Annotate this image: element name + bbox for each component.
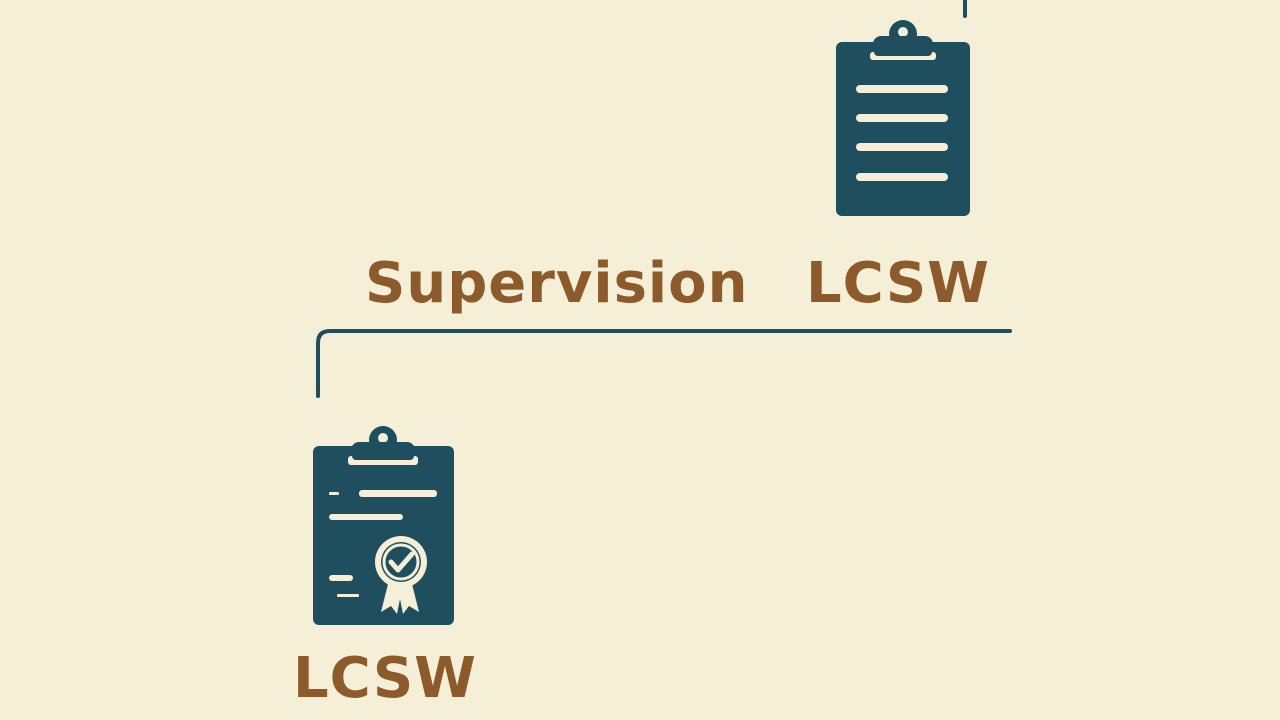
node-label-top: LCSW bbox=[806, 251, 990, 316]
clipboard-list-icon bbox=[836, 20, 970, 216]
edge-label-supervision: Supervision bbox=[365, 251, 749, 316]
supervision-connector-line bbox=[316, 329, 1012, 398]
node-label-bottom: LCSW bbox=[293, 646, 477, 711]
clipboard-certificate-icon bbox=[313, 426, 454, 625]
